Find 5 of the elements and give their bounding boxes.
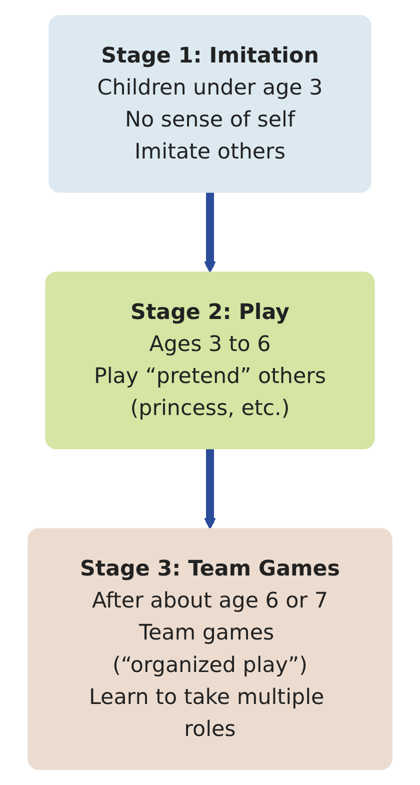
arrow: [204, 448, 216, 530]
arrow: [204, 192, 216, 273]
node-box: Stage 3: Team Games After about age 6 or 7 Team games (“organized play”) Learn to take multiple roles: [28, 528, 392, 770]
node-box: Stage 2: Play Ages 3 to 6 Play “pretend” others (princess, etc.): [45, 272, 375, 450]
node-box: Stage 1: Imitation Children under age 3 No sense of self Imitate others: [48, 15, 372, 193]
